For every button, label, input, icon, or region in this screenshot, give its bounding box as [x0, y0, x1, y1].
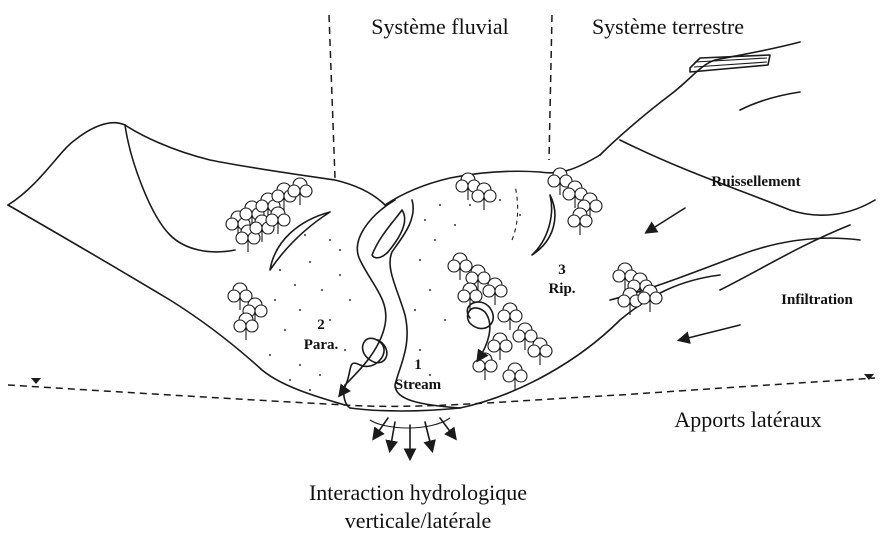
runoff-label: Ruissellement	[711, 174, 800, 190]
water-table-marker-left	[31, 378, 41, 384]
fluvial-left-boundary	[329, 15, 335, 178]
right-dashed-ridge	[512, 185, 518, 240]
right-crescent-ridge	[532, 195, 555, 255]
tree-cluster-right	[613, 263, 662, 315]
cliff-strata-1	[695, 58, 767, 62]
parafluvial-label: Para.	[304, 337, 339, 353]
infiltration-arrow	[680, 325, 740, 340]
exchange-arrows	[370, 418, 455, 458]
stream-label: Stream	[395, 377, 442, 393]
riparian-flow-spiral	[467, 302, 493, 360]
left-slope-outline	[8, 205, 345, 405]
parafluvial-number: 2	[317, 317, 325, 333]
parafluvial-zone-stipple	[269, 234, 351, 391]
lateral-inputs-label: Apports latéraux	[674, 407, 821, 432]
tree-cluster-upper	[456, 168, 602, 235]
riparian-number: 3	[558, 262, 566, 278]
terrestrial-system-label: Système terrestre	[592, 14, 744, 39]
left-hill-outline-back	[125, 125, 235, 252]
fluvial-right-boundary	[549, 15, 552, 160]
tree-cluster-left	[226, 178, 312, 252]
runoff-arrow	[647, 208, 685, 232]
parafluvial-flow-spiral	[340, 338, 387, 395]
channel-bed	[350, 408, 460, 411]
stream-island	[372, 210, 405, 258]
tree-cluster-left-lower	[228, 283, 267, 340]
stream-left-bank	[344, 200, 395, 408]
caption-line-2: verticale/latérale	[345, 508, 492, 533]
caption-line-1: Interaction hydrologique	[309, 480, 527, 505]
fluvial-system-label: Système fluvial	[371, 14, 508, 39]
stream-number: 1	[414, 357, 422, 373]
infiltration-label: Infiltration	[781, 292, 853, 308]
riparian-label: Rip.	[548, 281, 575, 297]
tree-cluster-riparian	[448, 253, 552, 390]
left-hill-outline	[8, 123, 385, 205]
infiltration-flow-line	[720, 225, 850, 290]
runoff-flow-line	[740, 92, 800, 110]
water-table-line	[8, 378, 875, 406]
